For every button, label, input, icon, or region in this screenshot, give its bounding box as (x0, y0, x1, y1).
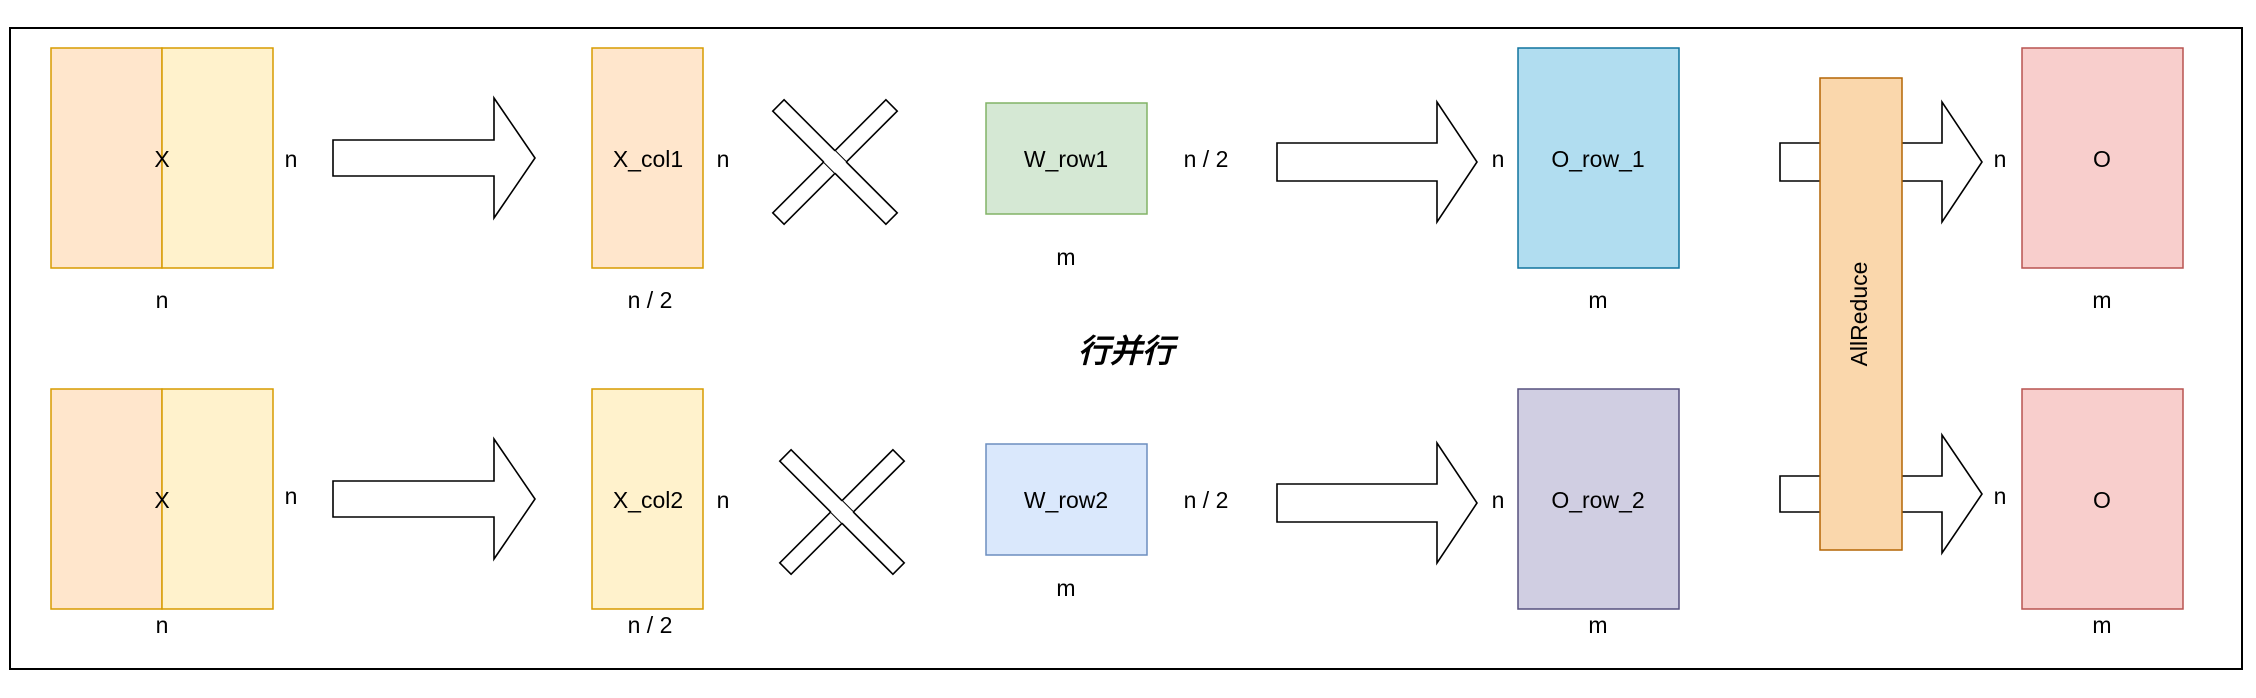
top-split-arrow (332, 95, 536, 221)
top-input-side-label: n (285, 146, 298, 172)
top-output-label: O_row_1 (1551, 146, 1644, 172)
top-weight-bottom-label: m (1056, 244, 1075, 270)
top-result-label: O (2093, 146, 2111, 172)
bottom-to-allreduce-arrow (1779, 475, 1820, 513)
bottom-weight-side-label: n / 2 (1184, 487, 1229, 513)
top-result-matrix (2021, 47, 2184, 269)
bottom-multiply-icon (778, 448, 906, 576)
top-slice-label: X_col1 (613, 146, 683, 172)
top-output-bottom-label: m (1588, 287, 1607, 313)
bottom-from-allreduce-arrow (1902, 432, 1983, 556)
top-row: X n n X_col1 n n / 2 W_row1 n / 2 m n O_… (50, 47, 2184, 313)
top-result-side-label: n (1994, 146, 2007, 172)
allreduce-block: AllReduce (1819, 77, 1903, 551)
bottom-input-matrix: X (50, 388, 274, 610)
top-multiply-icon (771, 98, 899, 226)
bottom-result-side-label: n (1994, 483, 2007, 509)
top-output-matrix (1517, 47, 1680, 269)
bottom-weight-label: W_row2 (1024, 487, 1108, 513)
bottom-weight-bottom-label: m (1056, 575, 1075, 601)
top-to-allreduce-arrow (1779, 142, 1820, 182)
top-weight-label: W_row1 (1024, 146, 1108, 172)
bottom-split-arrow (332, 436, 536, 562)
bottom-input-bottom-label: n (156, 612, 169, 638)
bottom-slice-matrix (591, 388, 704, 610)
allreduce-label: AllReduce (1846, 262, 1872, 367)
top-input-matrix: X (50, 47, 274, 269)
bottom-slice-label: X_col2 (613, 487, 683, 513)
top-input-bottom-label: n (156, 287, 169, 313)
top-output-side-label: n (1492, 146, 1505, 172)
top-input-label: X (154, 146, 169, 172)
bottom-result-arrow (1276, 440, 1478, 566)
top-result-bottom-label: m (2092, 287, 2111, 313)
top-weight-side-label: n / 2 (1184, 146, 1229, 172)
top-slice-matrix (591, 47, 704, 269)
bottom-output-matrix (1517, 388, 1680, 610)
bottom-output-bottom-label: m (1588, 612, 1607, 638)
bottom-result-label: O (2093, 487, 2111, 513)
bottom-input-side-label: n (285, 483, 298, 509)
top-result-arrow (1276, 99, 1478, 225)
diagram-title: 行并行 (1078, 333, 1179, 369)
bottom-weight-matrix (985, 443, 1148, 556)
top-from-allreduce-arrow (1902, 99, 1983, 225)
bottom-slice-bottom-label: n / 2 (628, 612, 673, 638)
top-weight-matrix (985, 102, 1148, 215)
bottom-slice-side-label: n (717, 487, 730, 513)
bottom-output-side-label: n (1492, 487, 1505, 513)
bottom-row: X n n X_col2 n n / 2 W_row2 n / 2 m n O_… (50, 388, 2184, 638)
bottom-result-matrix (2021, 388, 2184, 610)
top-slice-bottom-label: n / 2 (628, 287, 673, 313)
bottom-result-bottom-label: m (2092, 612, 2111, 638)
top-slice-side-label: n (717, 146, 730, 172)
bottom-input-label: X (154, 487, 169, 513)
bottom-output-label: O_row_2 (1551, 487, 1644, 513)
